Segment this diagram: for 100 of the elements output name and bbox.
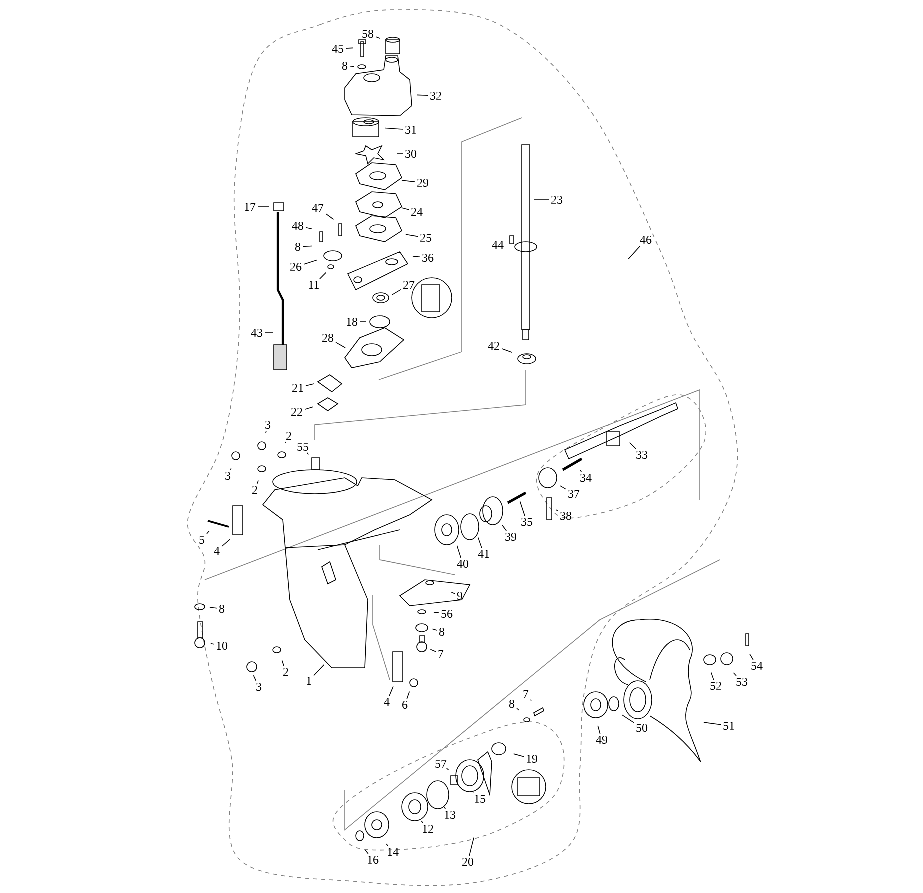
leader-line [402,180,416,182]
leader-line [430,649,436,652]
leader-line [421,820,424,824]
callout-number: 27 [404,281,415,289]
leader-line [314,664,325,676]
callout-number: 15 [475,795,486,804]
leader-line [733,672,737,676]
leader-line [456,545,462,558]
callout-number: 33 [636,450,648,460]
leader-line [502,348,513,354]
callout-number: 52 [710,682,722,690]
callout-number: 57 [436,760,447,768]
callout-number: 54 [752,662,763,670]
callout-number: 10 [217,642,228,650]
callout-number: 2 [252,486,258,494]
leader-line [560,486,566,490]
callout-number: 41 [478,550,490,558]
callout-number: 17 [245,203,256,211]
callout-number: 8 [509,700,515,708]
callout-number: 45 [332,45,344,54]
callout-number: 53 [736,678,748,686]
callout-number: 44 [492,241,504,249]
leader-line [253,675,257,682]
leader-line [346,48,354,49]
leader-line [392,289,402,296]
leader-line [530,700,532,702]
callout-number: 55 [298,443,309,451]
callout-number: 48 [292,222,304,230]
leader-line [401,208,410,210]
leader-line [306,227,312,230]
callout-number: 14 [388,848,399,856]
callout-number: 6 [402,700,408,710]
callout-number: 8 [342,62,348,70]
callout-number: 29 [418,178,428,188]
callout-number: 36 [422,254,434,262]
callout-number: 32 [430,92,442,100]
leader-line [376,36,381,39]
callout-number: 8 [439,628,445,636]
leader-line [222,539,230,548]
callout-number: 26 [290,262,302,272]
callout-number: 5 [200,536,205,544]
callout-number: 19 [527,754,538,764]
callout-number: 28 [322,334,334,342]
callout-number: 46 [640,236,652,244]
callout-number: 11 [309,281,320,289]
callout-number: 58 [362,30,374,38]
leader-line [336,342,346,348]
leader-line [389,686,394,696]
callout-number: 51 [724,722,734,730]
leader-line [434,612,440,614]
callout-number: 49 [596,736,608,744]
callout-number: 20 [462,858,474,866]
leader-line [210,643,214,645]
callout-number: 22 [292,408,302,416]
callout-number: 8 [295,242,301,252]
callout-number: 37 [568,490,580,498]
callout-number: 35 [522,518,533,526]
callout-number: 16 [368,856,379,864]
leader-line [306,384,315,386]
leader-line [502,524,507,532]
leader-line [350,66,354,68]
callout-number: 42 [488,342,500,350]
callout-number: 47 [312,204,324,212]
callout-number: 1 [307,677,312,685]
leader-line [446,768,450,770]
leader-line [206,530,210,534]
leader-line [386,844,389,846]
leader-line [264,332,274,334]
leader-line [432,628,438,631]
leader-line [304,406,314,410]
leader-line [365,850,369,854]
callout-number: 2 [286,432,292,440]
leader-line [406,691,410,700]
callout-number: 4 [384,698,390,706]
leader-line [622,714,634,724]
callout-number: 30 [406,150,417,158]
callout-number: 50 [636,724,648,732]
leader-line [412,256,420,258]
leader-line [306,452,310,456]
callout-number: 7 [438,650,444,658]
callout-number: 3 [256,682,262,692]
leader-line [629,442,636,450]
callout-number: 56 [442,610,453,618]
leader-line [302,246,312,248]
leader-line [478,537,482,548]
callout-number: 38 [560,512,572,520]
leader-line [320,272,327,280]
leader-line [258,206,270,208]
callout-number: 25 [420,234,432,242]
callout-number: 12 [423,825,434,833]
leader-line [326,214,334,220]
leader-line [384,128,404,130]
callout-number: 24 [412,208,423,216]
leader-line [598,725,601,734]
leader-line [210,607,218,609]
leader-line [580,470,582,472]
leader-line [469,838,474,856]
leader-line [513,754,524,758]
leader-line [710,672,714,680]
callout-number: 2 [284,668,288,676]
